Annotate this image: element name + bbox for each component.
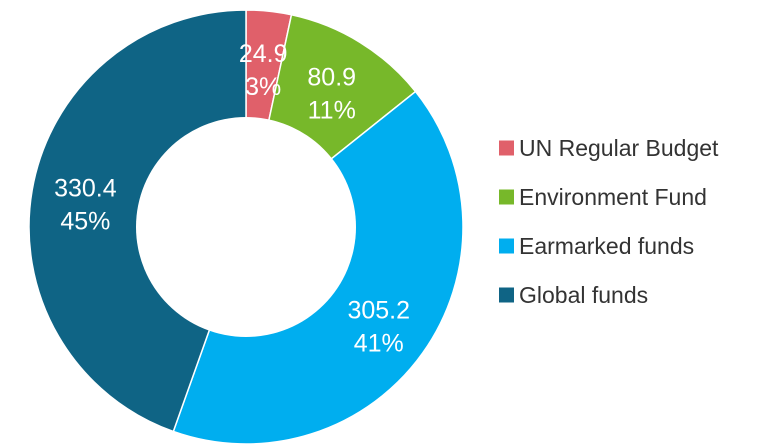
legend-item-global-funds: Global funds <box>499 282 648 308</box>
donut-hole <box>136 117 356 337</box>
slice-percent-un-regular-budget: 3% <box>245 73 281 101</box>
slice-percent-global-funds: 45% <box>60 207 110 235</box>
legend-label-environment-fund: Environment Fund <box>519 184 707 210</box>
slice-value-earmarked-funds: 305.2 <box>347 297 410 325</box>
legend-swatch-environment-fund <box>499 189 514 205</box>
legend-item-environment-fund: Environment Fund <box>499 184 707 210</box>
legend-swatch-global-funds <box>499 287 514 303</box>
slice-value-un-regular-budget: 24.9 <box>239 40 288 68</box>
slice-label-earmarked-funds: 305.2 41% <box>347 297 410 358</box>
legend-label-earmarked-funds: Earmarked funds <box>519 233 694 259</box>
legend-swatch-un-regular-budget <box>499 140 514 156</box>
legend-label-global-funds: Global funds <box>519 282 648 308</box>
slice-label-environment-fund: 80.9 11% <box>307 63 356 124</box>
legend-label-un-regular-budget: UN Regular Budget <box>519 135 719 161</box>
slice-label-global-funds: 330.4 45% <box>54 174 117 235</box>
slice-percent-earmarked-funds: 41% <box>354 330 404 358</box>
slice-value-environment-fund: 80.9 <box>307 63 356 91</box>
legend-item-un-regular-budget: UN Regular Budget <box>499 135 719 161</box>
legend-swatch-earmarked-funds <box>499 238 514 254</box>
slice-percent-environment-fund: 11% <box>308 96 356 124</box>
slice-label-un-regular-budget: 24.9 3% <box>239 40 288 101</box>
slice-labels: 24.9 3% 80.9 11% 305.2 41% 330.4 45% <box>54 40 410 358</box>
slice-value-global-funds: 330.4 <box>54 174 117 202</box>
legend-item-earmarked-funds: Earmarked funds <box>499 233 694 259</box>
